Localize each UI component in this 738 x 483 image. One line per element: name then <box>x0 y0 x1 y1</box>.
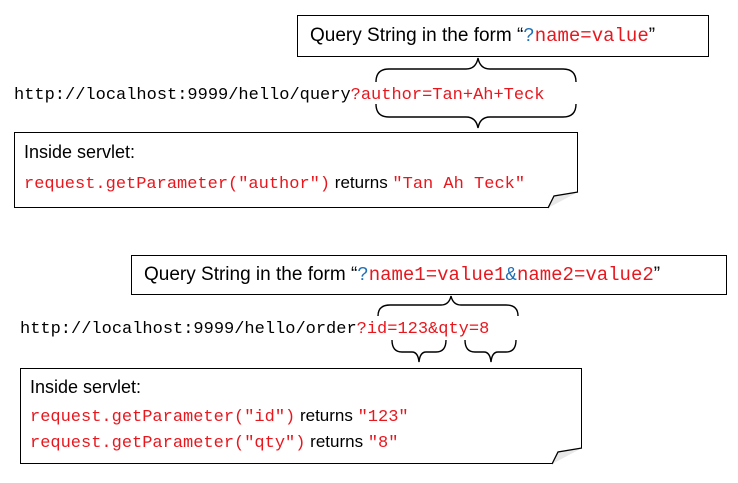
return-value: "8" <box>367 434 399 453</box>
label-name-value: name=value <box>534 25 649 47</box>
top-brace-1 <box>375 57 577 83</box>
url-query-string: ?id=123&qty=8 <box>356 320 490 339</box>
bottom-brace-1 <box>375 103 577 129</box>
bottom-brace-qty <box>464 339 517 363</box>
url-base: http://localhost:9999/hello/order <box>20 320 357 339</box>
query-string-label-2: Query String in the form “?name1=value1&… <box>144 264 660 286</box>
note-title: Inside servlet: <box>24 142 136 162</box>
bottom-brace-id <box>391 339 447 363</box>
label-prefix: Query String in the form “ <box>310 25 524 46</box>
label-question-mark: ? <box>357 264 369 286</box>
get-parameter-call: request.getParameter("qty") <box>30 434 306 453</box>
query-string-label-1: Query String in the form “?name=value” <box>310 25 655 47</box>
query-string-label-box-1: Query String in the form “?name=value” <box>297 15 709 57</box>
return-value: "123" <box>357 408 409 427</box>
url-base: http://localhost:9999/hello/query <box>14 86 351 105</box>
top-brace-2 <box>377 295 519 317</box>
query-string-label-box-2: Query String in the form “?name1=value1&… <box>131 255 727 295</box>
servlet-note-1: Inside servlet: request.getParameter("au… <box>14 132 578 208</box>
label-name2-value2: name2=value2 <box>516 264 654 286</box>
label-suffix: ” <box>648 25 656 46</box>
note-line: request.getParameter("id") returns "123" <box>30 406 409 427</box>
note-line: request.getParameter("qty") returns "8" <box>30 432 398 453</box>
label-name1-value1: name1=value1 <box>368 264 506 286</box>
label-ampersand: & <box>505 264 517 286</box>
label-prefix: Query String in the form “ <box>144 264 358 285</box>
get-parameter-call: request.getParameter("id") <box>30 408 296 427</box>
label-suffix: ” <box>653 264 661 285</box>
returns-word: returns <box>330 173 393 192</box>
note-line: request.getParameter("author") returns "… <box>24 173 525 194</box>
url-2: http://localhost:9999/hello/order?id=123… <box>20 320 489 339</box>
url-1: http://localhost:9999/hello/query?author… <box>14 86 545 105</box>
note-title: Inside servlet: <box>30 377 142 397</box>
label-question-mark: ? <box>523 25 535 47</box>
returns-word: returns <box>305 432 368 451</box>
return-value: "Tan Ah Teck" <box>392 175 526 194</box>
servlet-note-2: Inside servlet: request.getParameter("id… <box>20 368 582 464</box>
url-query-string: ?author=Tan+Ah+Teck <box>350 86 545 105</box>
returns-word: returns <box>295 406 358 425</box>
get-parameter-call: request.getParameter("author") <box>24 175 331 194</box>
